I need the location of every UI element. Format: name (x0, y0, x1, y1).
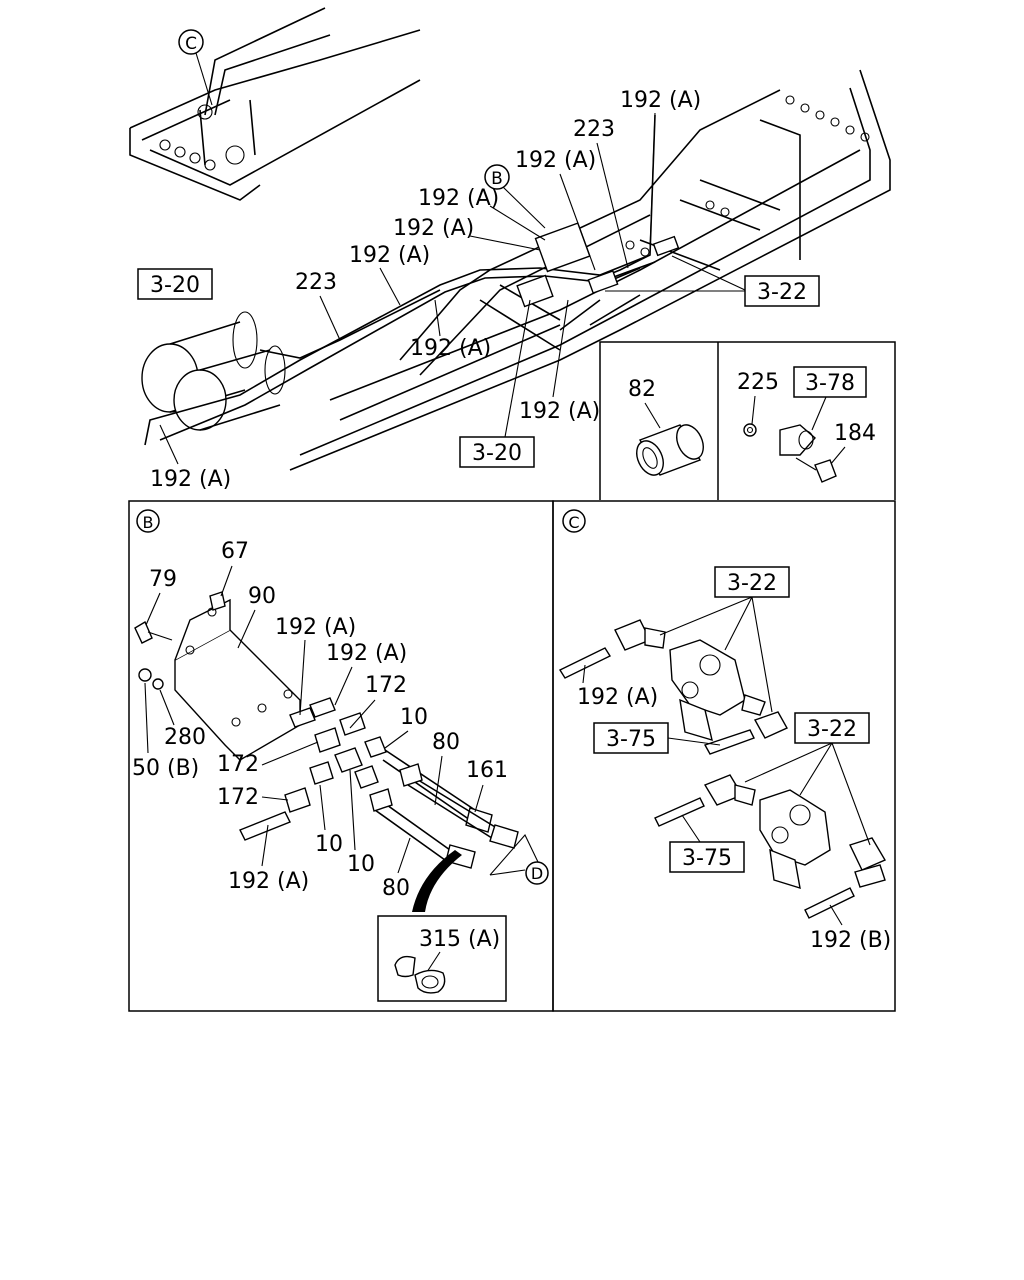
frame-corner-drawing (129, 7, 421, 201)
valve-lower-drawing (654, 774, 887, 919)
detail-c-panel (552, 500, 896, 1012)
label-192a-b2: 192 (A) (393, 216, 474, 241)
svg-text:B: B (491, 169, 503, 189)
label-90: 90 (248, 584, 276, 609)
callout-d: D (489, 834, 549, 885)
sleeve-drawing (636, 424, 704, 476)
label-80-b: 80 (382, 876, 410, 901)
svg-text:3-78: 3-78 (805, 371, 855, 396)
ref-box-3-22-c2: 3-22 (744, 712, 871, 846)
label-192a-b3: 192 (A) (349, 243, 430, 268)
label-192a-center: 192 (A) (410, 336, 491, 361)
label-172-a: 172 (365, 673, 407, 698)
label-184: 184 (834, 421, 876, 446)
label-192b-c: 192 (B) (810, 928, 891, 953)
ref-box-3-22-top: 3-22 (605, 255, 820, 307)
bolt-nut-drawing (134, 591, 226, 690)
label-225: 225 (737, 370, 779, 395)
label-67: 67 (221, 539, 249, 564)
svg-text:C: C (185, 34, 197, 54)
label-10-a: 10 (400, 705, 428, 730)
bracket-drawing (174, 598, 301, 761)
label-223-left: 223 (295, 270, 337, 295)
svg-text:3-20: 3-20 (150, 273, 200, 298)
label-172-c: 172 (217, 785, 259, 810)
ref-box-3-20-center: 3-20 (459, 299, 535, 468)
label-79: 79 (149, 567, 177, 592)
inset-panels (599, 341, 896, 500)
label-192a-b-2: 192 (A) (326, 641, 407, 666)
clamp-drawing (394, 955, 446, 994)
svg-text:3-75: 3-75 (606, 727, 656, 752)
svg-text:3-22: 3-22 (807, 717, 857, 742)
pointer-arrow (412, 850, 462, 912)
label-82: 82 (628, 377, 656, 402)
inset-clip-assembly: 225 3-78 184 (737, 366, 876, 483)
label-192a-top: 192 (A) (620, 88, 701, 113)
svg-text:3-22: 3-22 (727, 571, 777, 596)
svg-text:C: C (568, 513, 579, 532)
label-50b: 50 (B) (132, 756, 199, 781)
label-172-b: 172 (217, 752, 259, 777)
clip-nut-bolt-drawing (743, 423, 837, 483)
detail-b: B (132, 509, 549, 1002)
ref-box-3-20-left: 3-20 (137, 268, 213, 300)
label-192a-b-1: 192 (A) (275, 615, 356, 640)
svg-text:3-20: 3-20 (472, 441, 522, 466)
svg-text:D: D (531, 864, 543, 883)
chassis-frame-drawing (289, 69, 891, 471)
label-192a-mid: 192 (A) (515, 148, 596, 173)
ref-box-3-75-c2: 3-75 (669, 814, 745, 873)
detail-b-tag: B (136, 509, 160, 533)
svg-text:3-75: 3-75 (682, 846, 732, 871)
detail-c-tag: C (562, 509, 586, 533)
label-10-b: 10 (315, 832, 343, 857)
label-223-top: 223 (573, 117, 615, 142)
ref-box-3-22-c1: 3-22 (659, 566, 790, 713)
inset-part-82: 82 (628, 377, 704, 476)
overview-view: C B 192 (A) 223 192 (A) 192 (A) 192 (A) … (129, 7, 891, 492)
label-280: 280 (164, 725, 206, 750)
label-192a-c: 192 (A) (577, 685, 658, 710)
detail-c: C 3-22 192 (A (558, 509, 891, 953)
valve-upper-drawing (558, 619, 788, 755)
svg-text:3-22: 3-22 (757, 280, 807, 305)
callout-c: C (178, 29, 213, 106)
label-161: 161 (466, 758, 508, 783)
label-192a-b-3: 192 (A) (228, 869, 309, 894)
air-tank-drawing (141, 311, 286, 431)
label-192a-bottom-left: 192 (A) (150, 467, 231, 492)
label-315a: 315 (A) (419, 927, 500, 952)
label-10-c: 10 (347, 852, 375, 877)
label-192a-b1: 192 (A) (418, 186, 499, 211)
svg-text:B: B (143, 513, 154, 532)
clamp-inset: 315 (A) (377, 915, 507, 1002)
pipe-routing-drawing (144, 114, 680, 446)
callout-b: B (484, 164, 546, 229)
label-192a-right-low: 192 (A) (519, 399, 600, 424)
ref-box-3-75-c1: 3-75 (593, 722, 721, 754)
ref-box-3-78: 3-78 (793, 366, 867, 431)
label-80-a: 80 (432, 730, 460, 755)
